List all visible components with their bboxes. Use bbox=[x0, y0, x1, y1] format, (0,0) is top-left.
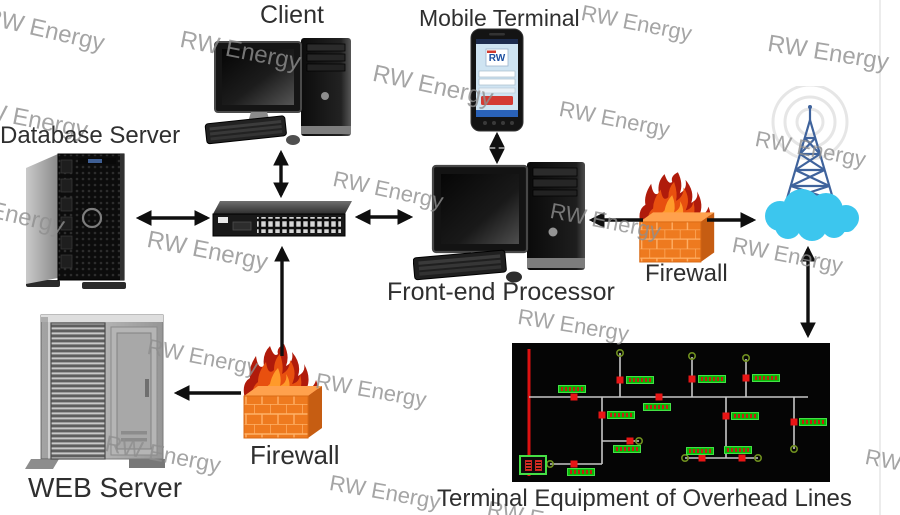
scada-node-circle bbox=[616, 349, 625, 358]
scada-switch-square bbox=[790, 418, 798, 426]
scada-equipment-label bbox=[686, 447, 714, 455]
scada-switch-square bbox=[698, 454, 706, 462]
scada-screen bbox=[512, 343, 830, 482]
scada-oneline-diagram bbox=[512, 343, 830, 482]
scada-node-circle bbox=[635, 437, 644, 446]
scada-equipment-label bbox=[643, 403, 671, 411]
fep-keyboard bbox=[413, 249, 507, 281]
scada-equipment-label bbox=[613, 445, 641, 453]
client-keyboard bbox=[204, 115, 287, 145]
scada-label-text bbox=[734, 414, 756, 418]
client-computer bbox=[204, 38, 351, 145]
cloud-icon bbox=[765, 189, 859, 241]
scada-equipment-label bbox=[607, 411, 635, 419]
scada-node-circle bbox=[754, 454, 763, 463]
terminal-equipment-label: Terminal Equipment of Overhead Lines bbox=[437, 485, 852, 512]
firewall-bottom-label: Firewall bbox=[250, 440, 340, 470]
scada-node-circle bbox=[789, 445, 798, 454]
scada-switch-square bbox=[598, 411, 606, 419]
scada-switch-square bbox=[738, 454, 746, 462]
scada-equipment-label bbox=[567, 468, 595, 476]
scada-switch-square bbox=[688, 375, 696, 383]
scada-label-text bbox=[802, 420, 824, 424]
scada-switch-square bbox=[570, 393, 578, 401]
scada-equipment-label bbox=[724, 446, 752, 454]
switch-ports bbox=[257, 217, 341, 233]
fep-mouse bbox=[506, 271, 522, 283]
image-seam-line bbox=[879, 0, 881, 515]
scada-node-circle bbox=[742, 354, 751, 363]
scada-label-text bbox=[755, 376, 777, 380]
scada-equipment-label bbox=[626, 376, 654, 384]
radio-tower-cloud bbox=[765, 86, 859, 241]
phone-logo: RW bbox=[489, 53, 506, 64]
scada-switch-square bbox=[722, 412, 730, 420]
phone-login-button bbox=[481, 96, 513, 105]
scada-equipment-label bbox=[731, 412, 759, 420]
scada-switch-square bbox=[626, 437, 634, 445]
scada-corner-box bbox=[519, 455, 547, 475]
scada-switch-square bbox=[742, 374, 750, 382]
scada-equipment-label bbox=[752, 374, 780, 382]
fep-tower bbox=[527, 162, 585, 270]
database-server-label: Database Server bbox=[0, 122, 181, 149]
scada-label-text bbox=[561, 387, 583, 391]
scada-equipment-label bbox=[558, 385, 586, 393]
pc-logo-icon bbox=[548, 227, 558, 237]
database-server bbox=[26, 153, 126, 289]
scada-switch-square bbox=[655, 393, 663, 401]
front-end-processor-computer bbox=[413, 162, 585, 283]
firewall-right-icon bbox=[639, 172, 715, 263]
firewall-bottom-icon bbox=[243, 344, 322, 439]
client-tower bbox=[301, 38, 351, 136]
client-mouse bbox=[286, 135, 300, 145]
scada-node-circle bbox=[688, 352, 697, 361]
scada-label-text bbox=[616, 447, 638, 451]
client-label: Client bbox=[260, 1, 324, 29]
scada-label-text bbox=[701, 377, 723, 381]
scada-corner-glyph bbox=[524, 459, 532, 471]
scada-switch-square bbox=[570, 460, 578, 468]
scada-label-text bbox=[570, 470, 592, 474]
drive-bays bbox=[60, 159, 73, 269]
scada-corner-glyph bbox=[534, 459, 542, 471]
web-server bbox=[25, 314, 165, 469]
firewall-right-label: Firewall bbox=[645, 260, 728, 287]
phone-nav-buttons bbox=[483, 121, 514, 125]
scada-label-text bbox=[689, 449, 711, 453]
mobile-terminal-label: Mobile Terminal bbox=[419, 5, 580, 31]
scada-label-text bbox=[727, 448, 749, 452]
switch-lcd bbox=[232, 221, 252, 231]
scada-switch-square bbox=[616, 376, 624, 384]
pc-logo-icon bbox=[321, 92, 329, 100]
web-server-label: WEB Server bbox=[28, 472, 183, 503]
front-end-processor-label: Front-end Processor bbox=[387, 278, 615, 306]
scada-node-circle bbox=[681, 454, 690, 463]
mobile-phone: RW bbox=[470, 28, 524, 132]
server-vent-panel bbox=[50, 322, 106, 460]
scada-label-text bbox=[610, 413, 632, 417]
scada-equipment-label bbox=[799, 418, 827, 426]
network-switch bbox=[212, 201, 352, 237]
server-logo-icon bbox=[81, 207, 103, 229]
scada-label-text bbox=[629, 378, 651, 382]
scada-label-text bbox=[646, 405, 668, 409]
scada-equipment-label bbox=[698, 375, 726, 383]
